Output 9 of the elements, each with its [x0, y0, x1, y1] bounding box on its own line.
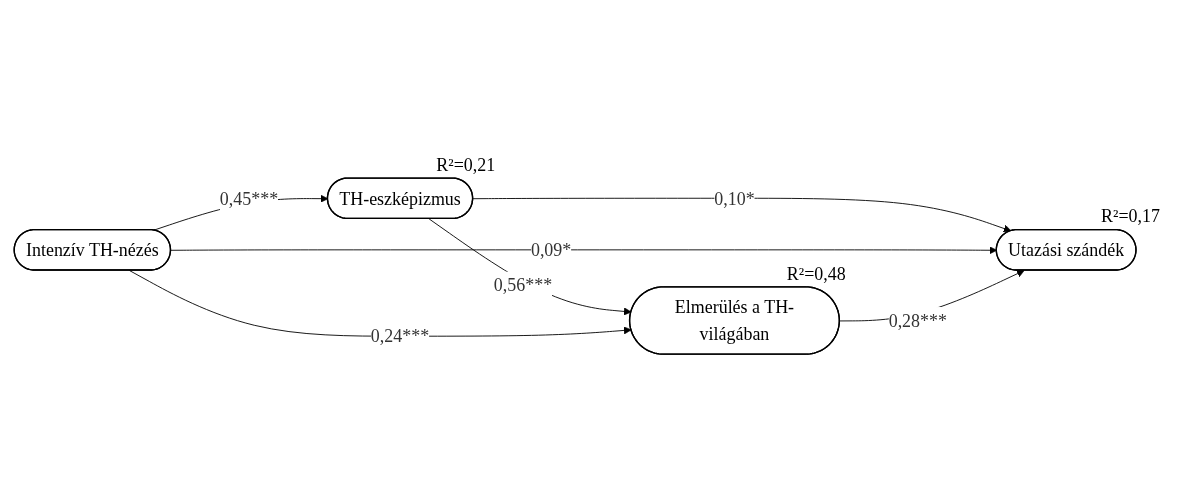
edge-label: 0,09* [530, 239, 571, 260]
r-squared-label: R²=0,21 [435, 154, 495, 175]
edge-label: 0,28*** [888, 310, 947, 331]
edge-label: 0,24*** [370, 326, 429, 346]
r-squared-label: R²=0,17 [1100, 206, 1160, 227]
edge-label: 0,45*** [219, 188, 278, 208]
edge-label: 0,10* [713, 188, 755, 208]
r-squared-label: R²=0,48 [786, 263, 846, 284]
edge-label: 0,56*** [493, 274, 552, 295]
